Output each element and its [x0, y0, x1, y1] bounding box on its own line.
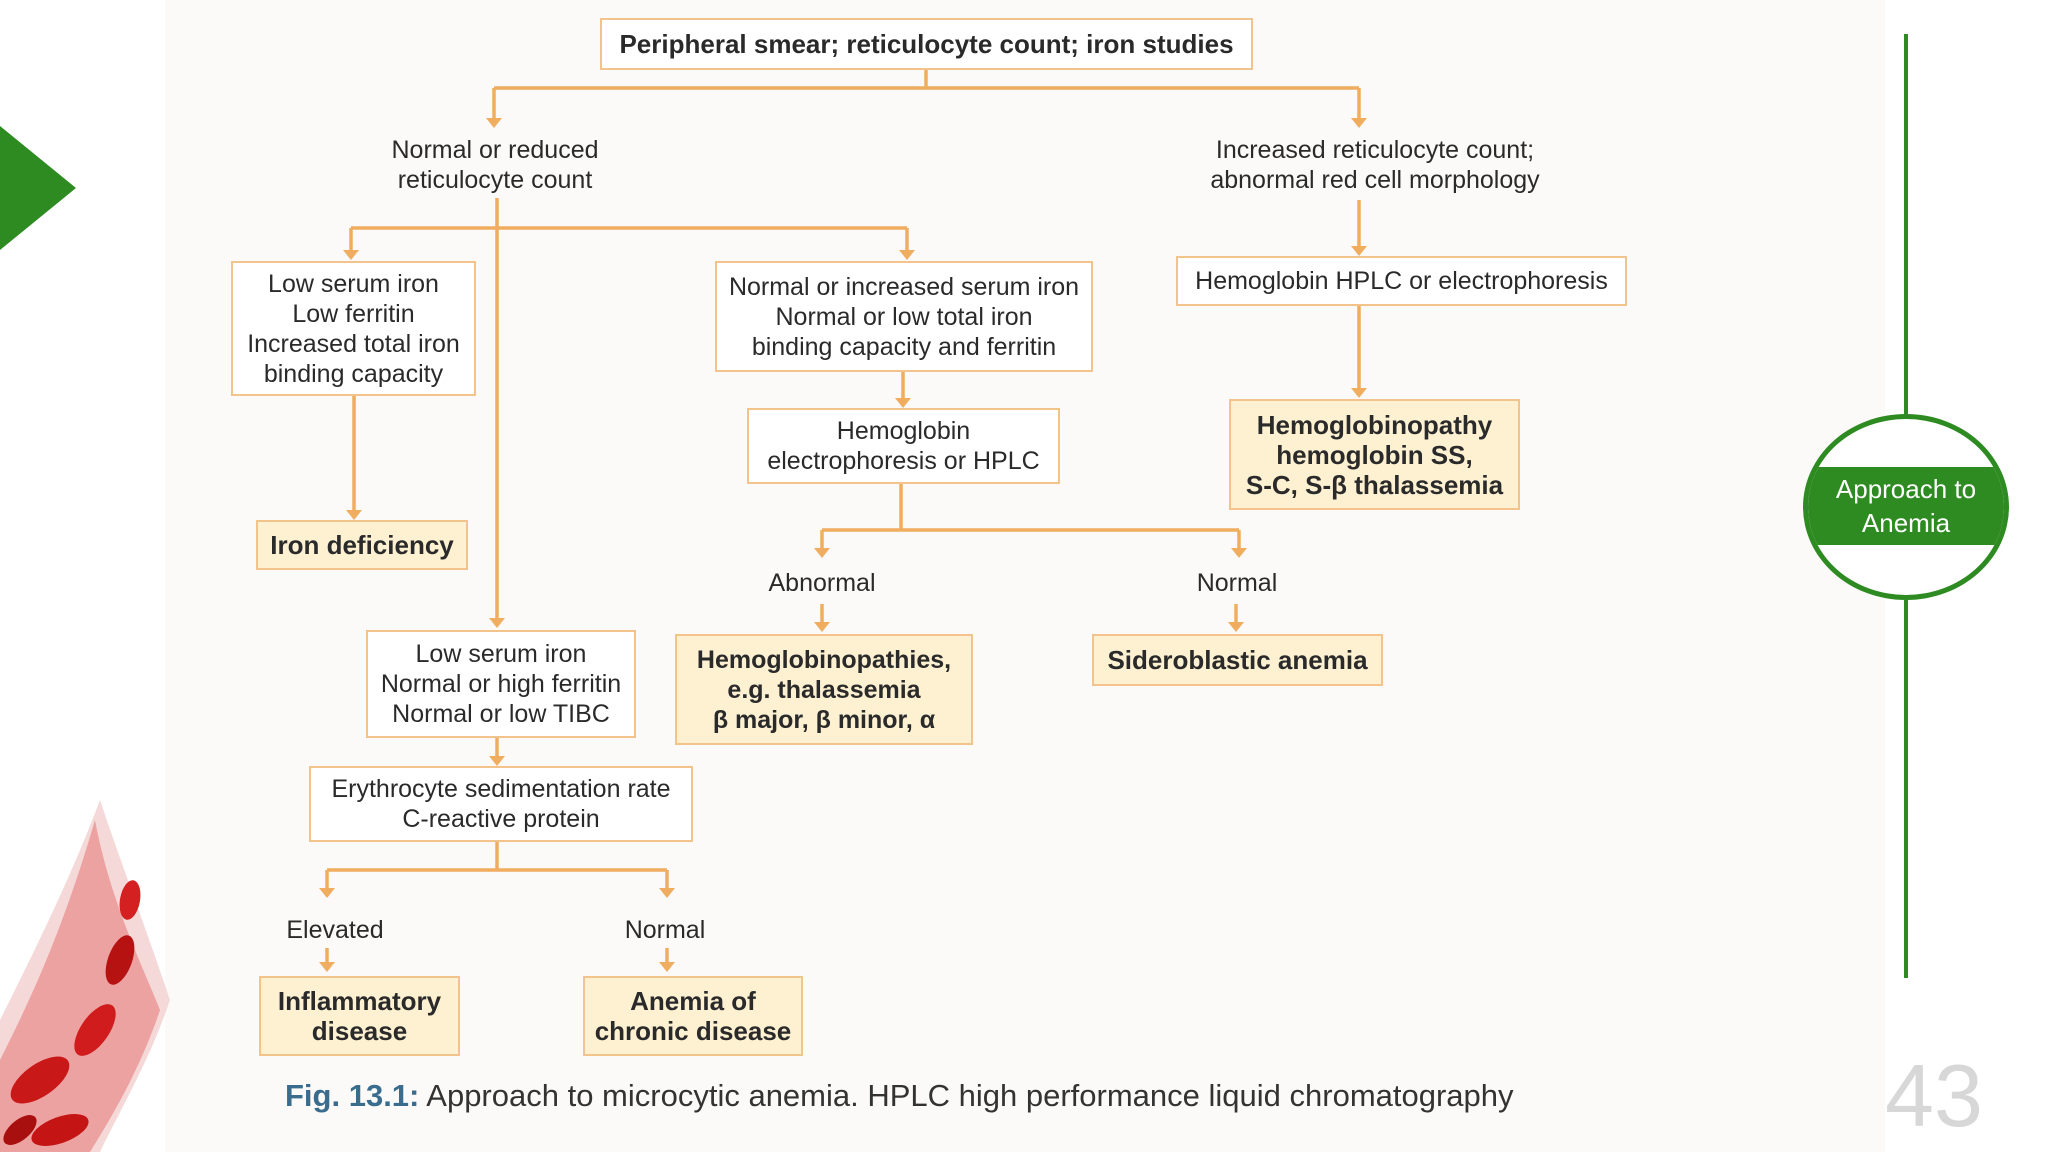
arrowhead [489, 756, 505, 766]
low-iron-high-ferritin-box: Low serum iron Normal or high ferritin N… [366, 630, 636, 738]
green-triangle-icon [0, 126, 76, 250]
sideroblastic-anemia-box: Sideroblastic anemia [1092, 634, 1383, 686]
abnormal-label: Abnormal [768, 569, 876, 597]
sidebar-line-bottom [1904, 600, 1908, 978]
arrowhead [814, 548, 830, 558]
red-cell [3, 1115, 37, 1145]
inflammatory-disease-box: Inflammatory disease [259, 976, 460, 1056]
arrowhead [1351, 118, 1367, 128]
right-branch-label: Increased reticulocyte count; abnormal r… [1210, 136, 1540, 194]
caption-text: Approach to microcytic anemia. HPLC high… [419, 1078, 1514, 1113]
arrowhead [319, 888, 335, 898]
red-cell [10, 1056, 70, 1104]
section-badge: Approach to Anemia [1803, 414, 2009, 600]
red-cell [105, 935, 135, 985]
page-number: 43 [1885, 1046, 1983, 1145]
root-box: Peripheral smear; reticulocyte count; ir… [600, 18, 1253, 70]
arrowhead [895, 398, 911, 408]
arrowhead [659, 888, 675, 898]
arrowhead [1351, 388, 1367, 398]
arrowhead [814, 622, 830, 632]
red-blood-cells-image [0, 800, 170, 1152]
red-cell [74, 1004, 116, 1056]
red-cell [119, 880, 141, 920]
chronic-disease-box: Anemia of chronic disease [583, 976, 803, 1056]
arrowhead [319, 962, 335, 972]
arrowhead [1231, 548, 1247, 558]
elevated-label: Elevated [286, 916, 384, 944]
figure-caption: Fig. 13.1: Approach to microcytic anemia… [285, 1078, 1514, 1114]
sidebar-line-top [1904, 34, 1908, 414]
hplc-box: Hemoglobin HPLC or electrophoresis [1176, 256, 1627, 306]
arrowhead [1351, 246, 1367, 256]
arrowhead [343, 250, 359, 260]
figure-area [165, 0, 1885, 1152]
root-text: Peripheral smear; reticulocyte count; ir… [619, 29, 1234, 59]
arrowhead [489, 618, 505, 628]
arrowhead [1228, 622, 1244, 632]
low-iron-box: Low serum iron Low ferritin Increased to… [231, 261, 476, 396]
section-badge-label: Approach to Anemia [1808, 467, 2004, 545]
arrowhead [346, 510, 362, 520]
esr-box: Erythrocyte sedimentation rate C-reactiv… [309, 766, 693, 842]
arrowhead [486, 118, 502, 128]
connector-lines [325, 70, 1361, 962]
arrowhead [899, 250, 915, 260]
hemoglobinopathies-box: Hemoglobinopathies, e.g. thalassemia β m… [675, 634, 973, 745]
figure-number: Fig. 13.1: [285, 1078, 420, 1113]
normal-iron-box: Normal or increased serum iron Normal or… [715, 261, 1093, 372]
normal-label-bottom: Normal [624, 916, 706, 944]
hemoglobinopathy-ss-box: Hemoglobinopathy hemoglobin SS, S-C, S-β… [1229, 399, 1520, 510]
arrowheads [319, 118, 1367, 972]
red-cell [31, 1114, 89, 1146]
arrowhead [659, 962, 675, 972]
left-branch-label: Normal or reduced reticulocyte count [391, 136, 599, 194]
iron-deficiency-box: Iron deficiency [256, 520, 468, 570]
normal-label-mid: Normal [1196, 569, 1278, 597]
hb-electrophoresis-box: Hemoglobin electrophoresis or HPLC [747, 408, 1060, 484]
